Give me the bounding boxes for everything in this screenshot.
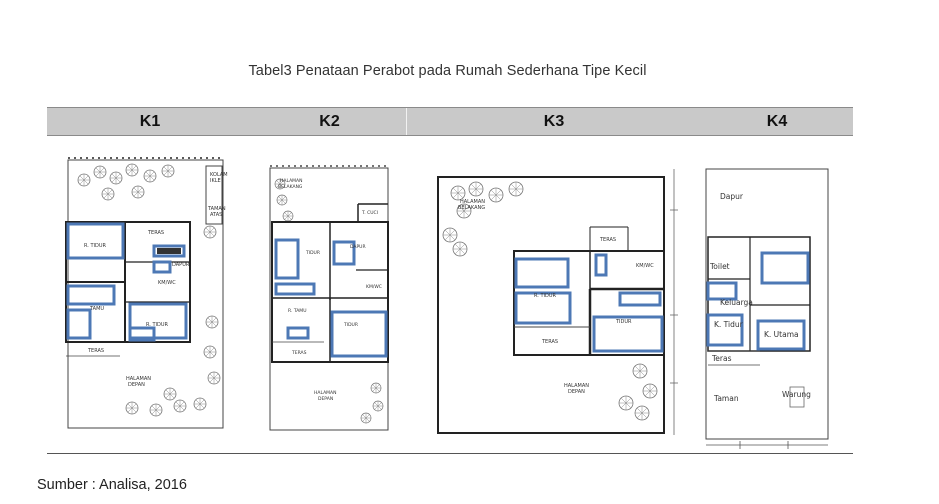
floor-plan-k3: HALAMAN BELAKANG TERAS KM/WC R. TIDUR TI… bbox=[437, 169, 678, 435]
label-taman: Taman bbox=[713, 394, 739, 403]
label-k-tidur: K. Tidur bbox=[714, 320, 744, 329]
label-r-tidur-2: R. TIDUR bbox=[146, 322, 169, 328]
label-halaman-depan: HALAMAN bbox=[564, 383, 589, 389]
label-halaman: HALAMAN bbox=[126, 376, 151, 382]
floor-plan-k4: Dapur Toilet Keluarga K. Tidur K. Utama … bbox=[705, 168, 829, 449]
table-header-row: K1 K2 K3 K4 bbox=[47, 107, 853, 136]
label-teras-top: TERAS bbox=[147, 230, 164, 236]
table-bottom-rule bbox=[47, 453, 853, 454]
label-teras: TERAS bbox=[291, 350, 307, 356]
label-teras: TERAS bbox=[541, 339, 558, 345]
label-teras: TERAS bbox=[87, 348, 104, 354]
label-keluarga: Keluarga bbox=[720, 298, 753, 307]
label-teras-top: TERAS bbox=[599, 237, 616, 243]
column-header-k3: K3 bbox=[543, 113, 565, 130]
label-teras: Teras bbox=[711, 354, 732, 363]
label-halaman-belakang: HALAMAN bbox=[280, 178, 302, 184]
label-km: KM/WC bbox=[636, 263, 654, 269]
label-tidur-1: TIDUR bbox=[305, 250, 320, 256]
label-halaman-belakang: HALAMAN bbox=[460, 199, 485, 205]
label-r-tamu: R. TAMU bbox=[288, 308, 306, 314]
label-tidur-2: TIDUR bbox=[343, 322, 358, 328]
label-dapur: Dapur bbox=[720, 192, 744, 201]
label-halaman-depan-2: DEPAN bbox=[568, 389, 585, 395]
label-halaman-depan: HALAMAN bbox=[314, 390, 336, 396]
label-taman-2: ATAS bbox=[210, 212, 222, 218]
table-caption: Tabel3 Penataan Perabot pada Rumah Seder… bbox=[248, 63, 647, 79]
label-t-cuci: T. CUCI bbox=[361, 210, 378, 216]
label-halaman-depan-2: DEPAN bbox=[318, 396, 333, 402]
column-header-k2: K2 bbox=[319, 113, 340, 130]
label-taman: TAMAN bbox=[207, 206, 226, 212]
label-kolam: KOLAM bbox=[210, 172, 228, 178]
label-kolam-2: IKLE bbox=[210, 178, 221, 184]
label-toilet: Toilet bbox=[709, 262, 730, 271]
label-halaman-belakang-2: BELAKANG bbox=[278, 184, 303, 190]
label-r-tidur-1: R. TIDUR bbox=[84, 243, 107, 249]
floor-plan-k2: HALAMAN BELAKANG T. CUCI TIDUR DAPUR KM/… bbox=[269, 165, 389, 431]
label-tamu: TAMU bbox=[89, 306, 104, 312]
label-tidur: TIDUR bbox=[615, 319, 632, 325]
label-halaman-2: DEPAN bbox=[128, 382, 145, 388]
column-header-k1: K1 bbox=[139, 113, 161, 130]
label-km: KM/WC bbox=[158, 280, 176, 286]
source-note: Sumber : Analisa, 2016 bbox=[37, 477, 187, 493]
label-k-utama: K. Utama bbox=[764, 330, 799, 339]
label-r-tidur: R. TIDUR bbox=[534, 293, 557, 299]
label-warung: Warung bbox=[782, 390, 811, 399]
label-dapur: DAPUR bbox=[172, 262, 190, 268]
column-divider bbox=[406, 108, 407, 135]
floor-plan-k1: KOLAM IKLE TAMAN ATAS R. TIDUR TERAS DAP… bbox=[65, 157, 228, 429]
column-header-k4: K4 bbox=[766, 113, 788, 130]
label-dapur: DAPUR bbox=[350, 244, 366, 250]
label-halaman-belakang-2: BELAKANG bbox=[458, 205, 485, 211]
label-km: KM/WC bbox=[366, 284, 382, 290]
